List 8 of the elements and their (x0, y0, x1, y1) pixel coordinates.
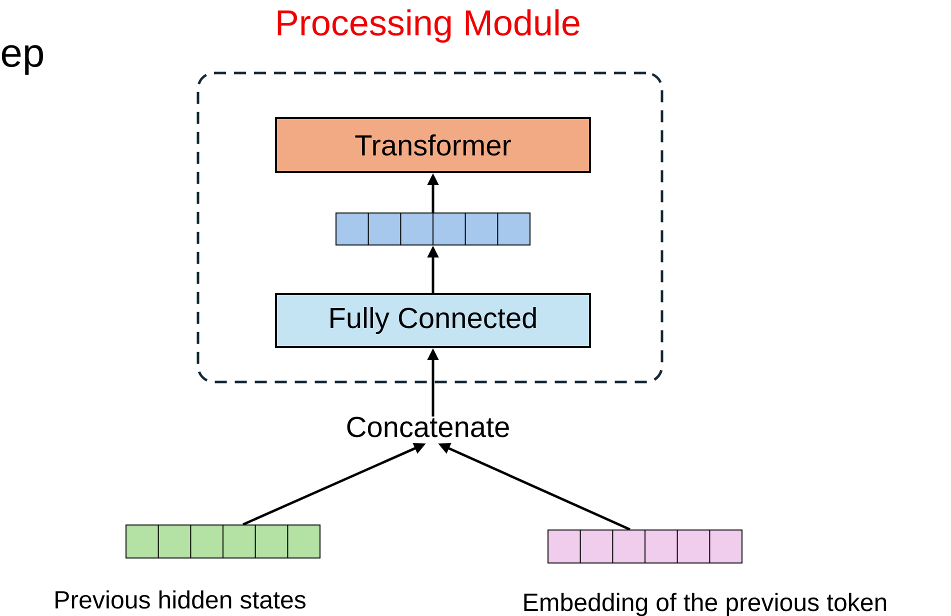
module-title: Processing Module (278, 9, 580, 43)
vector-caption: Embedding of the previous token (524, 592, 886, 616)
step-label: Concatenate (347, 416, 509, 438)
heading-fragment: ep (2, 45, 43, 75)
vector-cells (336, 212, 530, 246)
vector-caption: Previous hidden states (56, 590, 306, 609)
layer-box: Transformer (275, 117, 591, 173)
layer-box: Fully Connected (275, 293, 591, 348)
